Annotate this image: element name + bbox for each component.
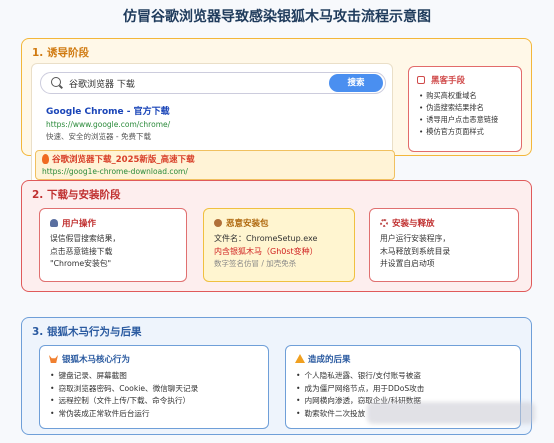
list-item: 键盘记录、屏幕截图 bbox=[50, 370, 198, 383]
stage-title: 3. 银狐木马行为与后果 bbox=[32, 326, 142, 338]
behavior-list: 键盘记录、屏幕截图 窃取浏览器密码、Cookie、微信聊天记录 远程控制（文件上… bbox=[50, 370, 198, 420]
list-item: 诱导用户点击恶意链接 bbox=[419, 114, 498, 126]
official-result[interactable]: Google Chrome - 官方下载 https://www.google.… bbox=[46, 104, 376, 142]
search-input[interactable]: 谷歌浏览器 下载 bbox=[69, 80, 135, 90]
warning-icon bbox=[295, 354, 305, 363]
box-title: 银狐木马核心行为 bbox=[62, 355, 131, 365]
malware-trojan: 内含银狐木马（Gh0st变种） bbox=[214, 246, 318, 256]
card-body: 误信假冒搜索结果， 点击恶意链接下载 "Chrome安装包" bbox=[50, 234, 121, 268]
watermark bbox=[367, 402, 535, 424]
list-item: 个人隐私泄露、银行/支付账号被盗 bbox=[296, 370, 424, 383]
malware-note: 数字签名仿冒 / 加壳免杀 bbox=[214, 259, 297, 268]
trojan-behavior-box: 银狐木马核心行为 键盘记录、屏幕截图 窃取浏览器密码、Cookie、微信聊天记录… bbox=[39, 345, 269, 429]
list-item: 内网横向渗透，窃取企业/科研数据 bbox=[296, 395, 424, 408]
list-item: 伪造搜索结果排名 bbox=[419, 102, 498, 114]
stage-download-install: 2. 下载与安装阶段 用户操作 误信假冒搜索结果， 点击恶意链接下载 "Chro… bbox=[21, 180, 532, 292]
card-title: 安装与释放 bbox=[380, 217, 435, 229]
hacker-title: 黑客手段 bbox=[431, 76, 466, 86]
ad-title[interactable]: 谷歌浏览器下载_2025新版_高速下载 bbox=[52, 155, 195, 165]
hacker-methods-box: 黑客手段 购买高权重域名 伪造搜索结果排名 诱导用户点击恶意链接 模仿官方页面样… bbox=[408, 66, 522, 152]
malicious-ad-result[interactable]: 谷歌浏览器下载_2025新版_高速下载 https://goog1e-chrom… bbox=[35, 150, 395, 180]
stage-lure: 1. 诱导阶段 谷歌浏览器 下载 搜索 Google Chrome - 官方下载… bbox=[21, 38, 532, 189]
stage-title: 2. 下载与安装阶段 bbox=[32, 189, 121, 201]
package-icon bbox=[214, 219, 222, 227]
card-body: 文件名：ChromeSetup.exe 内含银狐木马（Gh0st变种） 数字签名… bbox=[214, 233, 349, 271]
card-body: 用户运行安装程序， 木马释放到系统目录 并设置自启动项 bbox=[380, 234, 451, 268]
malware-filename: 文件名：ChromeSetup.exe bbox=[214, 234, 318, 243]
user-action-card: 用户操作 误信假冒搜索结果， 点击恶意链接下载 "Chrome安装包" bbox=[39, 208, 187, 282]
install-release-card: 安装与释放 用户运行安装程序， 木马释放到系统目录 并设置自启动项 bbox=[369, 208, 519, 282]
user-icon bbox=[50, 219, 58, 227]
ad-url: https://goog1e-chrome-download.com/ bbox=[42, 167, 188, 176]
search-bar[interactable]: 谷歌浏览器 下载 搜索 bbox=[40, 72, 386, 94]
malware-package-card: 恶意安装包 文件名：ChromeSetup.exe 内含银狐木马（Gh0st变种… bbox=[203, 208, 355, 282]
result-title[interactable]: Google Chrome - 官方下载 bbox=[46, 107, 170, 117]
search-icon bbox=[51, 77, 61, 87]
card-title: 恶意安装包 bbox=[214, 217, 269, 229]
search-button[interactable]: 搜索 bbox=[329, 74, 383, 92]
list-item: 模仿官方页面样式 bbox=[419, 126, 498, 138]
page-title: 仿冒谷歌浏览器导致感染银狐木马攻击流程示意图 bbox=[123, 9, 431, 25]
card-title: 用户操作 bbox=[50, 217, 96, 229]
hacker-icon bbox=[417, 76, 425, 84]
box-title: 造成的后果 bbox=[308, 355, 351, 365]
list-item: 窃取浏览器密码、Cookie、微信聊天记录 bbox=[50, 383, 198, 396]
stage-title: 1. 诱导阶段 bbox=[32, 47, 89, 59]
list-item: 远程控制（文件上传/下载、命令执行） bbox=[50, 395, 198, 408]
result-url: https://www.google.com/chrome/ bbox=[46, 120, 171, 129]
list-item: 勒索软件二次投放 bbox=[296, 408, 424, 421]
gear-icon bbox=[380, 219, 388, 227]
list-item: 常伪装成正常软件后台运行 bbox=[50, 408, 198, 421]
fire-icon bbox=[42, 154, 49, 164]
result-desc: 快速、安全的浏览器 - 免费下载 bbox=[46, 132, 151, 141]
fox-icon bbox=[49, 355, 58, 363]
consequence-list: 个人隐私泄露、银行/支付账号被盗 成为僵尸网络节点，用于DDoS攻击 内网横向渗… bbox=[296, 370, 424, 420]
list-item: 成为僵尸网络节点，用于DDoS攻击 bbox=[296, 383, 424, 396]
hacker-list: 购买高权重域名 伪造搜索结果排名 诱导用户点击恶意链接 模仿官方页面样式 bbox=[419, 90, 498, 138]
list-item: 购买高权重域名 bbox=[419, 90, 498, 102]
